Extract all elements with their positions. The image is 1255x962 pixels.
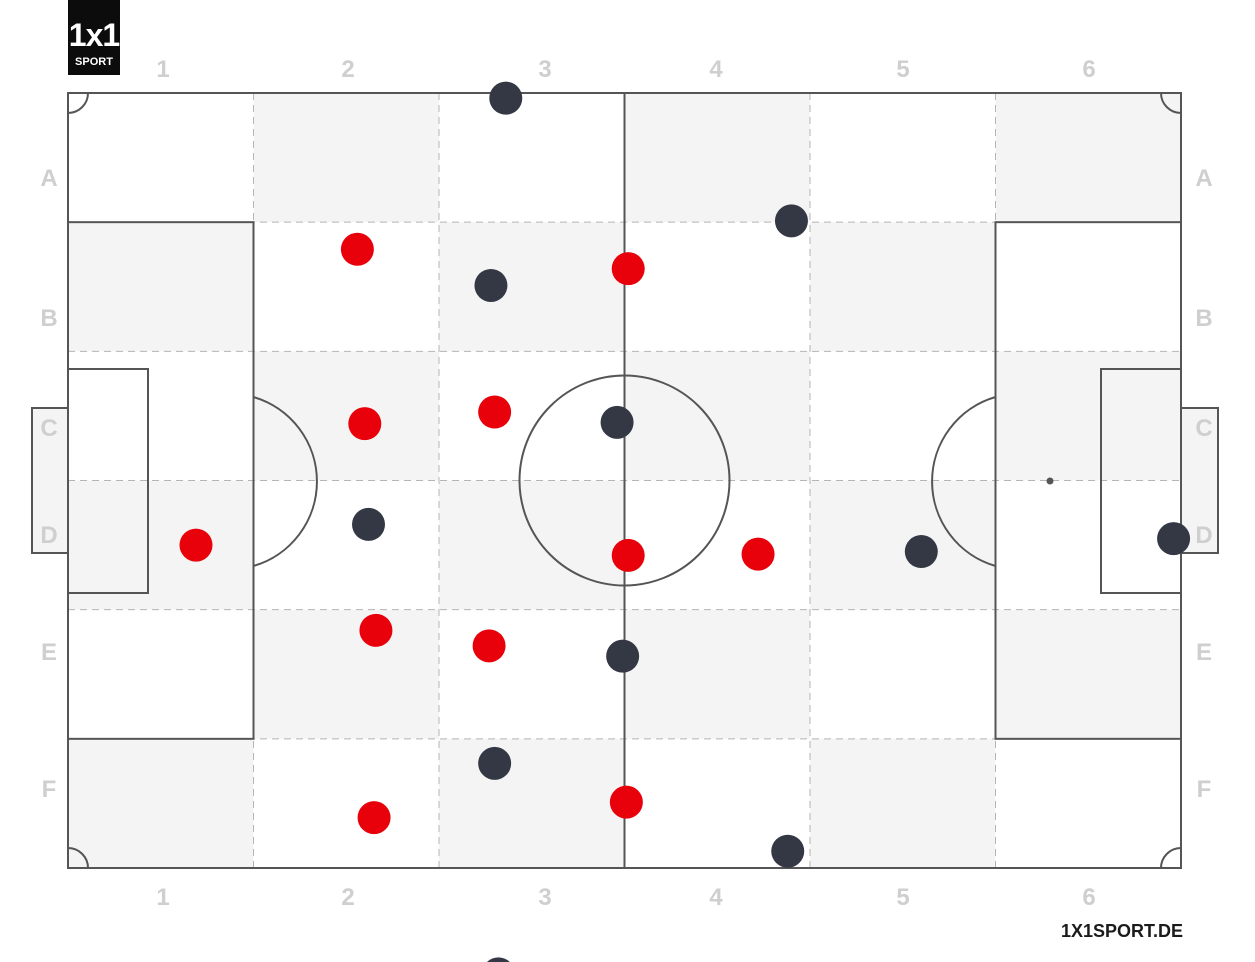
site-url: 1X1SPORT.DE: [1060, 921, 1183, 941]
row-label-left: E: [41, 639, 57, 666]
dark-player: [486, 957, 510, 962]
red-player: [478, 395, 512, 429]
row-label-left: C: [40, 415, 57, 442]
corner-arc: [67, 847, 89, 869]
red-player: [741, 537, 775, 571]
column-label-top: 6: [1082, 56, 1095, 83]
penalty-spot: [1046, 477, 1054, 485]
red-player: [340, 232, 374, 266]
players-layer: [179, 81, 1191, 962]
dark-player: [474, 268, 508, 302]
corner-arc: [67, 92, 89, 114]
corner-arc: [1160, 847, 1182, 869]
red-player: [348, 407, 382, 441]
zone-shade: [439, 480, 625, 610]
column-label-bottom: 2: [341, 884, 354, 911]
column-label-top: 4: [709, 56, 723, 83]
row-label-right: D: [1195, 522, 1212, 549]
column-label-top: 5: [896, 56, 909, 83]
zone-shade: [995, 351, 1181, 481]
left-goal-area: [67, 368, 149, 594]
zone-shade: [624, 609, 810, 739]
right-goal: [1180, 407, 1219, 554]
zone-shade: [995, 609, 1181, 739]
row-label-right: C: [1195, 415, 1212, 442]
logo-mark: 1x1: [68, 17, 120, 53]
brand-logo: 1x1 SPORT: [68, 0, 120, 75]
dark-player: [478, 746, 512, 780]
row-label-right: B: [1195, 305, 1212, 332]
zone-shade: [253, 93, 439, 223]
row-label-right: E: [1196, 639, 1212, 666]
dark-player: [1157, 522, 1191, 556]
zone-shade: [810, 738, 996, 868]
zone-shade: [624, 351, 810, 481]
dark-player: [489, 81, 523, 115]
zone-shade: [253, 351, 439, 481]
right-penalty-arc: [931, 396, 996, 567]
dark-player: [352, 507, 386, 541]
column-label-top: 3: [538, 56, 551, 83]
row-label-left: D: [40, 522, 57, 549]
red-player: [611, 252, 645, 286]
zone-grid: [68, 93, 1181, 868]
corner-arc: [1160, 92, 1182, 114]
column-label-bottom: 6: [1082, 884, 1095, 911]
dark-player: [904, 535, 938, 569]
row-label-right: A: [1195, 165, 1212, 192]
dark-player: [774, 204, 808, 238]
column-label-top: 2: [341, 56, 354, 83]
zone-shade: [995, 93, 1181, 223]
zone-shade: [439, 738, 625, 868]
row-label-left: F: [42, 776, 57, 803]
zone-shade: [810, 222, 996, 352]
dark-player: [606, 639, 640, 673]
zone-shade: [624, 93, 810, 223]
logo-subtitle: SPORT: [75, 56, 113, 68]
column-label-bottom: 1: [156, 884, 169, 911]
right-goal-area: [1100, 368, 1182, 594]
column-label-bottom: 3: [538, 884, 551, 911]
column-label-bottom: 5: [896, 884, 909, 911]
pitch-markings: [31, 92, 1219, 869]
column-label-top: 1: [156, 56, 169, 83]
red-player: [611, 538, 645, 572]
column-label-bottom: 4: [709, 884, 723, 911]
red-player: [357, 801, 391, 835]
left-penalty-arc: [253, 396, 318, 567]
zone-shade: [810, 480, 996, 610]
row-label-right: F: [1197, 776, 1212, 803]
red-player: [472, 629, 506, 663]
left-goal: [31, 407, 69, 554]
dark-player: [600, 405, 634, 439]
zone-shade: [68, 222, 254, 352]
dark-player: [771, 834, 805, 868]
zone-shade: [253, 609, 439, 739]
zone-shade: [68, 738, 254, 868]
red-player: [179, 528, 213, 562]
centre-circle: [518, 374, 731, 587]
red-player: [609, 785, 643, 819]
row-label-left: A: [40, 165, 57, 192]
red-player: [359, 613, 393, 647]
zone-shade: [439, 222, 625, 352]
row-label-left: B: [40, 305, 57, 332]
zone-shade: [68, 480, 254, 610]
